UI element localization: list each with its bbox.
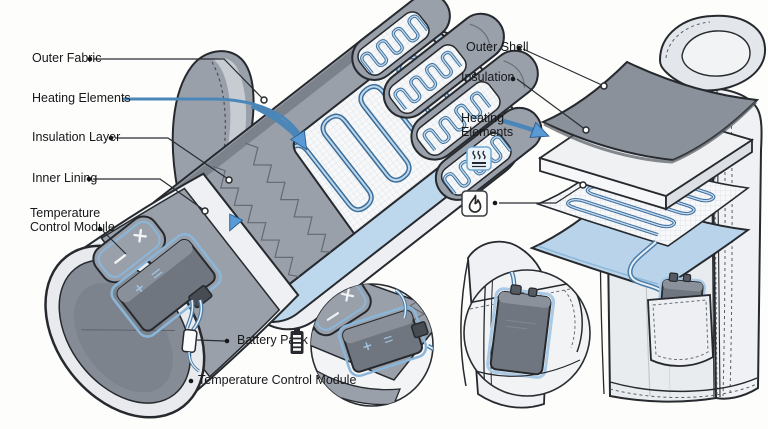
inset-jacket-battery [463, 269, 591, 397]
label-outer-shell: Outer Shell [466, 40, 529, 54]
jacket-layer-stack [532, 62, 757, 290]
label-battery-pack: Battery Pack [237, 333, 308, 347]
jacket-pocket [647, 294, 714, 367]
leader-lines [93, 48, 605, 380]
jacket-collar [658, 14, 767, 92]
label-temperature-control-module-detail: Temperature Control Module [198, 373, 357, 387]
glove-illustration [44, 0, 543, 419]
battery-icon [289, 327, 305, 360]
leader-dots [86, 45, 522, 384]
glove-battery-connector [181, 328, 198, 354]
heating-flow-arrows [122, 97, 550, 232]
leader-endpoints [201, 82, 608, 215]
label-outer-fabric: Outer Fabric [32, 51, 102, 65]
label-temperature-control-module: Temperature Control Module [30, 206, 115, 234]
glove-control-module [110, 232, 222, 338]
glove-cables [181, 299, 204, 373]
flame-icon [461, 190, 488, 222]
jacket-illustration [461, 14, 767, 409]
label-insulation-layer: Insulation Layer [32, 130, 121, 144]
glove-fingers [351, 0, 543, 201]
label-insulation: Insulation [461, 70, 515, 84]
label-heating-elements-jacket: Heating Elements [461, 111, 514, 139]
heating-element-icon [466, 146, 492, 176]
inset-glove-module [310, 283, 434, 407]
label-heating-elements: Heating Elements [32, 91, 131, 105]
label-inner-lining: Inner Lining [32, 171, 98, 185]
